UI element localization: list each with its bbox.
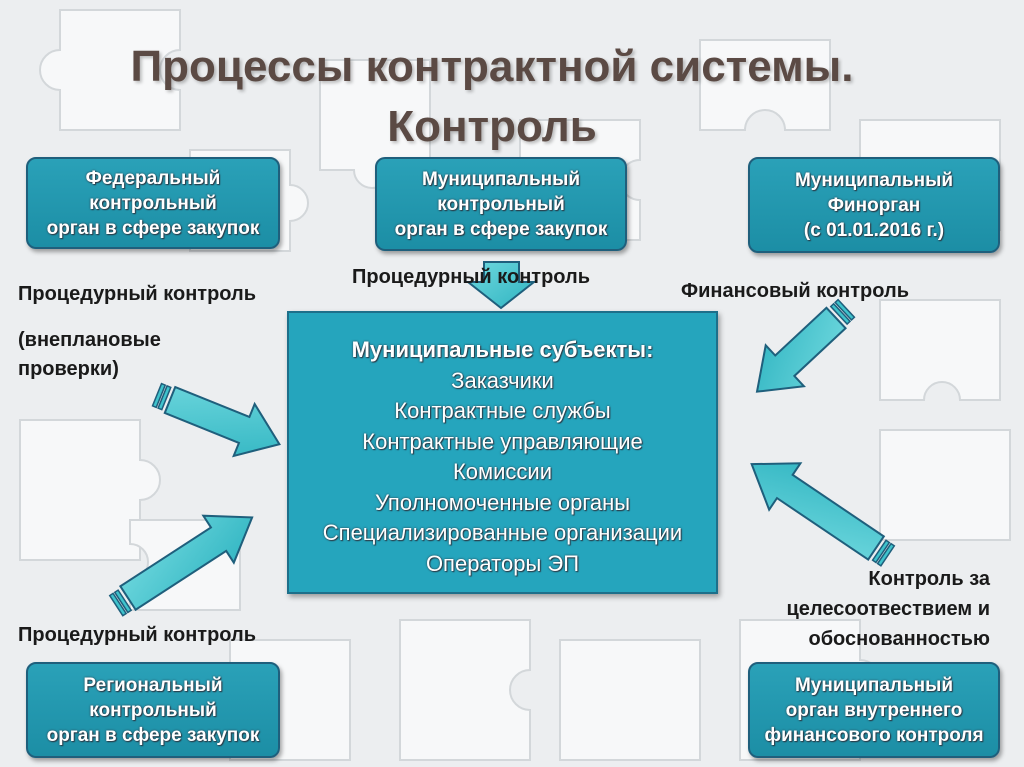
box-line: орган в сфере закупок — [46, 724, 260, 746]
regional-control-box: Региональный контрольный орган в сфере з… — [26, 662, 280, 758]
box-line: Финорган — [827, 194, 921, 216]
federal-control-box: Федеральный контрольный орган в сфере за… — [26, 157, 280, 249]
box-line: Региональный — [83, 674, 223, 696]
municipal-control-box: Муниципальный контрольный орган в сфере … — [375, 157, 627, 251]
center-item: Комиссии — [452, 459, 553, 484]
municipal-finorgan-box: Муниципальный Финорган (с 01.01.2016 г.) — [748, 157, 1000, 253]
center-item: Уполномоченные органы — [374, 489, 631, 515]
label-expediency-2: целесоотвествием и — [786, 598, 990, 620]
center-item: Специализированные организации — [322, 520, 683, 545]
label-unplanned-2: проверки) — [18, 358, 119, 380]
label-expediency-1: Контроль за — [868, 568, 990, 590]
municipal-subjects-box: Муниципальные субъекты: Заказчики Контра… — [287, 311, 718, 594]
box-line: орган внутреннего — [785, 699, 963, 721]
box-line: орган в сфере закупок — [394, 218, 608, 240]
center-item: Заказчики — [451, 367, 554, 393]
box-line: орган в сфере закупок — [46, 217, 260, 239]
box-line: контрольный — [89, 699, 217, 721]
page-title-line-2: Контроль — [387, 102, 597, 151]
box-line: финансового контроля — [764, 724, 984, 746]
label-unplanned-1: (внеплановые — [18, 329, 161, 351]
center-header: Муниципальные субъекты: — [351, 337, 654, 362]
page-title-line-1: Процессы контрактной системы. — [130, 42, 854, 91]
label-procedural-left-top: Процедурный контроль — [18, 283, 257, 305]
box-line: контрольный — [89, 192, 217, 214]
box-line: контрольный — [437, 193, 565, 215]
label-financial: Финансовый контроль — [681, 280, 909, 302]
box-line: Муниципальный — [421, 168, 581, 190]
center-item: Операторы ЭП — [425, 550, 580, 576]
label-procedural-left-bottom: Процедурный контроль — [18, 624, 257, 646]
box-line: (с 01.01.2016 г.) — [803, 219, 945, 241]
center-item: Контрактные службы — [394, 398, 611, 423]
box-line: Муниципальный — [794, 674, 954, 696]
label-procedural-top: Процедурный контроль — [352, 266, 591, 288]
box-line: Федеральный — [85, 167, 221, 189]
box-line: Муниципальный — [794, 169, 954, 191]
center-item: Контрактные управляющие — [362, 428, 643, 454]
municipal-internal-control-box: Муниципальный орган внутреннего финансов… — [748, 662, 1000, 758]
label-expediency-3: обоснованностью — [808, 628, 990, 650]
